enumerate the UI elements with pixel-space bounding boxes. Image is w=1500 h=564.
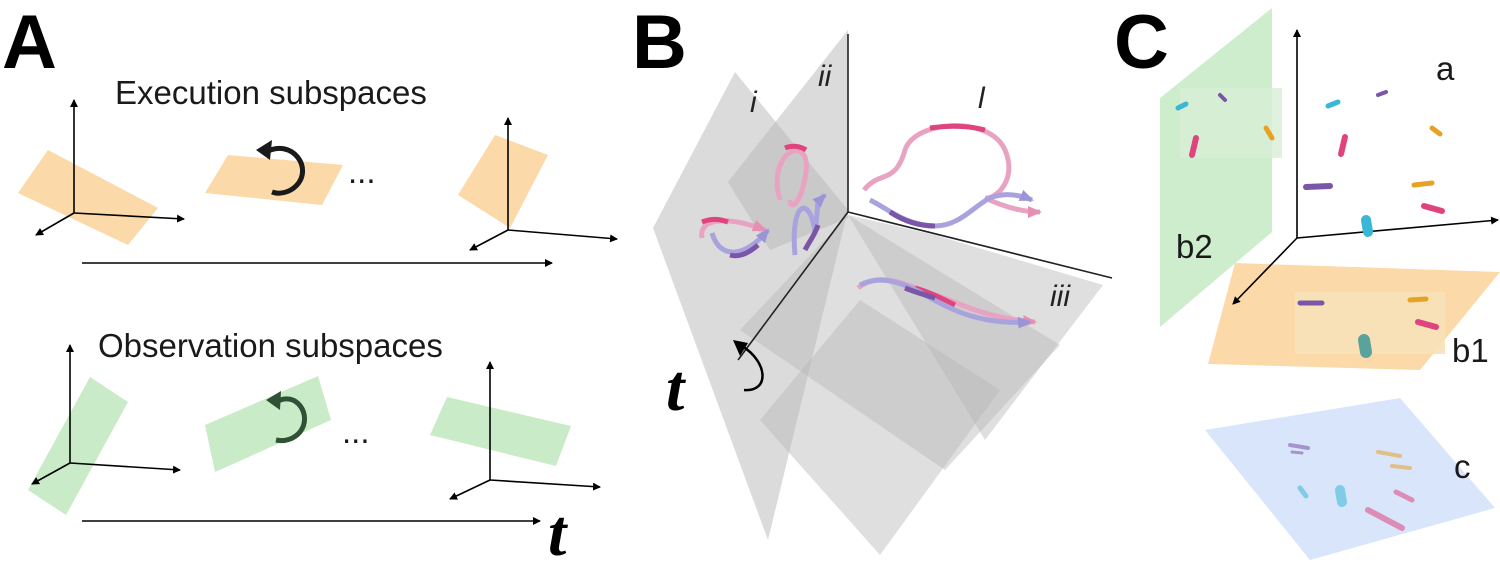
execution-plane-2 [205,155,343,205]
rotation-arrowhead-obs [266,391,281,410]
cluster-marks-a [1303,90,1445,237]
label-b1: b1 [1452,332,1489,369]
trajectory-plane-l [862,123,1042,229]
plane-bottom [760,300,1000,555]
cluster-marks-b2 [1175,93,1275,158]
axis-b-time [737,211,849,361]
label-a: a [1436,50,1455,87]
panel-letter-c: C [1114,0,1169,85]
observation-plane-1 [28,377,128,515]
rotation-arrow-b [741,344,764,392]
panel-letter-a: A [2,0,57,85]
trajectory-plane-iii [856,277,1037,329]
trajectory-plane-i [699,143,827,259]
rotation-arrowhead-exec [256,140,272,160]
axes-exec-3 [469,117,618,251]
cluster-marks-c [1288,443,1415,531]
label-b2: b2 [1176,228,1213,265]
axes-exec-1 [35,99,185,236]
execution-subspaces-label: Execution subspaces [115,74,427,111]
time-symbol-b: t [666,352,686,425]
axes-obs-3 [449,361,601,500]
plane-c [1205,398,1495,560]
rotation-arrow-exec [264,145,305,196]
corner-label-l: l [978,82,986,115]
plane-iii [848,215,1103,440]
execution-plane-1 [18,150,158,245]
panel-a: A Execution subspaces ... Observation su… [2,0,618,564]
rotation-arrow-obs [274,396,308,444]
plane-iii-lower [740,215,1060,470]
ellipsis-obs: ... [342,413,370,450]
plane-b2 [1160,8,1272,327]
plane-label-i: i [750,86,758,119]
panel-c: C a b2 b1 c [1114,0,1500,560]
observation-subspaces-label: Observation subspaces [98,327,443,364]
rotation-arrowhead-b [733,340,748,356]
axis-b-horizontal [847,211,1113,279]
label-c: c [1454,448,1471,485]
axes-obs-1 [31,344,181,485]
observation-plane-2 [205,376,331,472]
plane-label-iii: iii [1050,280,1071,313]
axes-c [1232,29,1499,305]
panel-b: B i ii iii l [632,0,1113,555]
time-symbol-a: t [548,497,568,564]
panel-letter-b: B [632,0,687,85]
ellipsis-exec: ... [348,153,376,190]
cluster-marks-b1 [1297,296,1439,358]
plane-label-ii: ii [818,60,833,93]
execution-plane-3 [458,135,548,228]
observation-plane-3 [430,397,571,466]
